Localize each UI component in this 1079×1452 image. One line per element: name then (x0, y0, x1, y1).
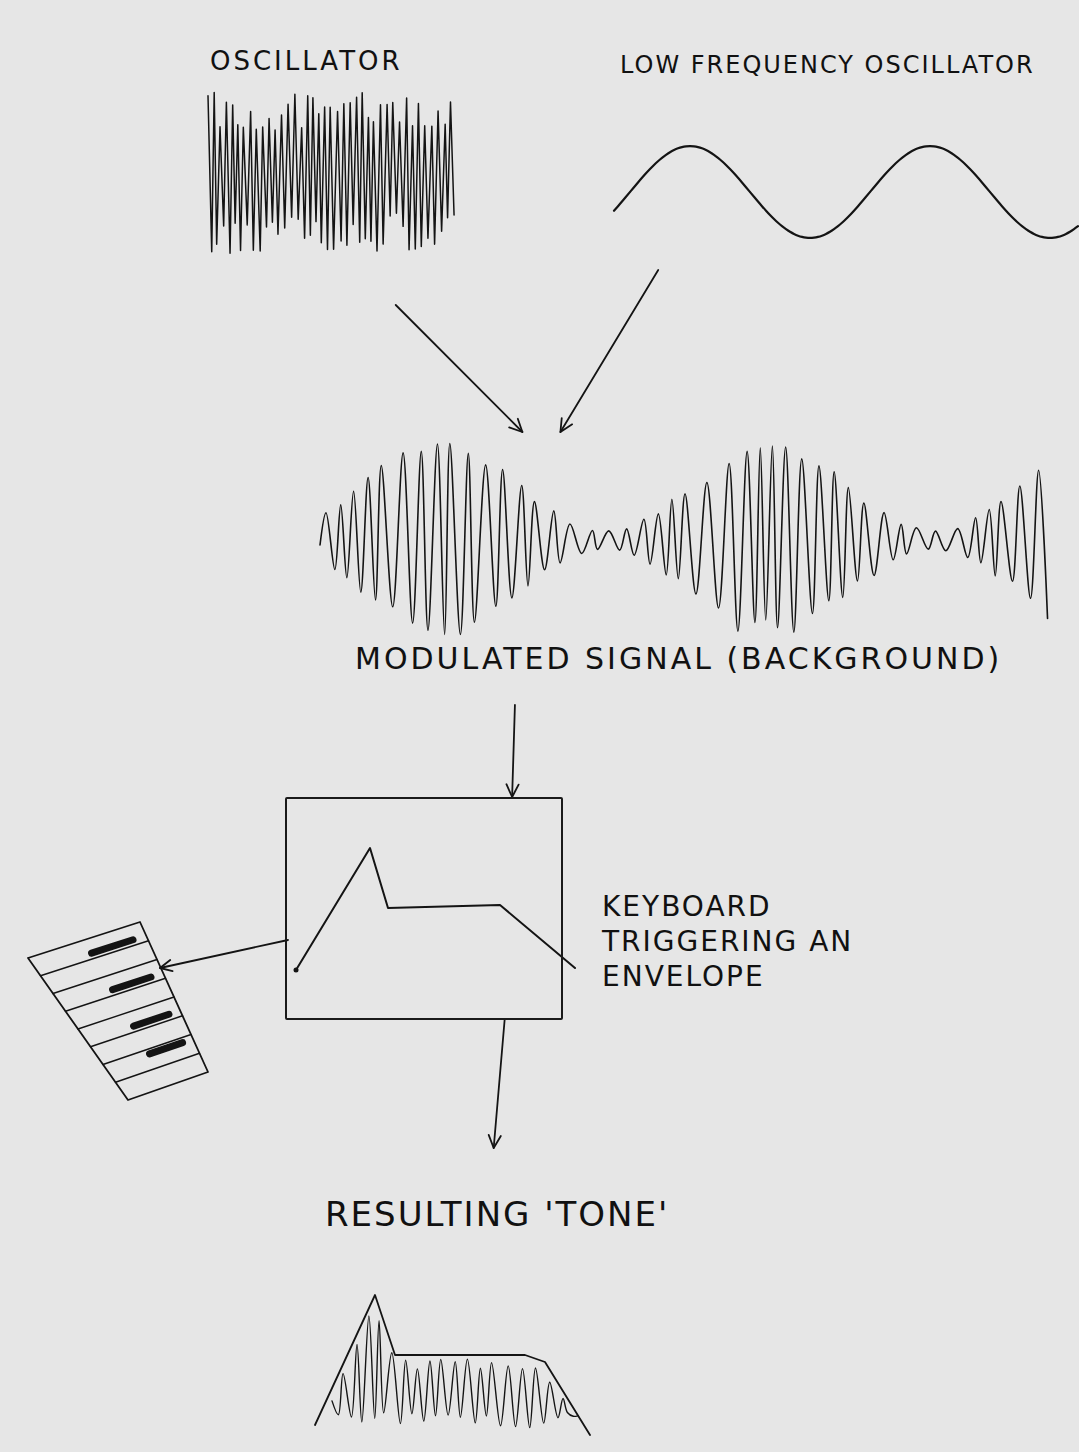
arrow-shaft (396, 305, 523, 432)
oscillator-waveform (208, 92, 454, 253)
keyboard-trigger-line (160, 940, 288, 968)
arrowhead (489, 1135, 501, 1148)
flow-arrow (489, 1020, 505, 1148)
keyboard-black-key (92, 940, 133, 953)
flow-arrow (560, 270, 658, 432)
arrow-shaft (494, 1020, 505, 1148)
keyboard-key-line (66, 978, 166, 1011)
node-label: KEYBOARD TRIGGERING AN ENVELOPE (602, 889, 864, 994)
keyboard-black-key (134, 1014, 169, 1026)
tone-envelope-outline (315, 1295, 590, 1435)
keyboard-key-line (103, 1035, 191, 1065)
node-label: OSCILLATOR (210, 45, 455, 78)
modulated-signal-block: MODULATED SIGNAL (BACKGROUND) (315, 432, 1061, 705)
arrowhead (506, 784, 518, 797)
envelope-start-dot (294, 968, 299, 973)
resulting-tone-block: RESULTING 'TONE' (300, 1148, 701, 1440)
keyboard-key-line (41, 941, 149, 976)
flow-arrow (506, 705, 518, 797)
node-label: MODULATED SIGNAL (BACKGROUND) (355, 640, 1055, 678)
modulated-waveform (320, 444, 1048, 635)
lfo-sine-wave (614, 146, 1078, 238)
node-label: RESULTING 'TONE' (325, 1193, 695, 1236)
keyboard-trigger-arrowhead (160, 960, 173, 971)
keyboard-black-key (150, 1043, 183, 1054)
arrow-shaft (560, 270, 658, 432)
oscillator-block: OSCILLATOR (200, 45, 461, 305)
keyboard-key-line (116, 1053, 200, 1082)
envelope-box: KEYBOARD TRIGGERING AN ENVELOPE (285, 797, 563, 1020)
adsr-envelope-curve (296, 848, 575, 970)
flow-arrow (396, 305, 523, 432)
lfo-block: LOW FREQUENCY OSCILLATOR (605, 50, 1076, 270)
tone-waveform (332, 1316, 578, 1428)
keyboard-black-key (113, 977, 151, 990)
keyboard-key-line (53, 960, 157, 994)
keyboard-outline (28, 922, 208, 1100)
arrow-shaft (512, 705, 515, 797)
arrowhead (560, 418, 572, 432)
arrowhead (509, 419, 522, 432)
node-label: LOW FREQUENCY OSCILLATOR (620, 50, 1070, 80)
